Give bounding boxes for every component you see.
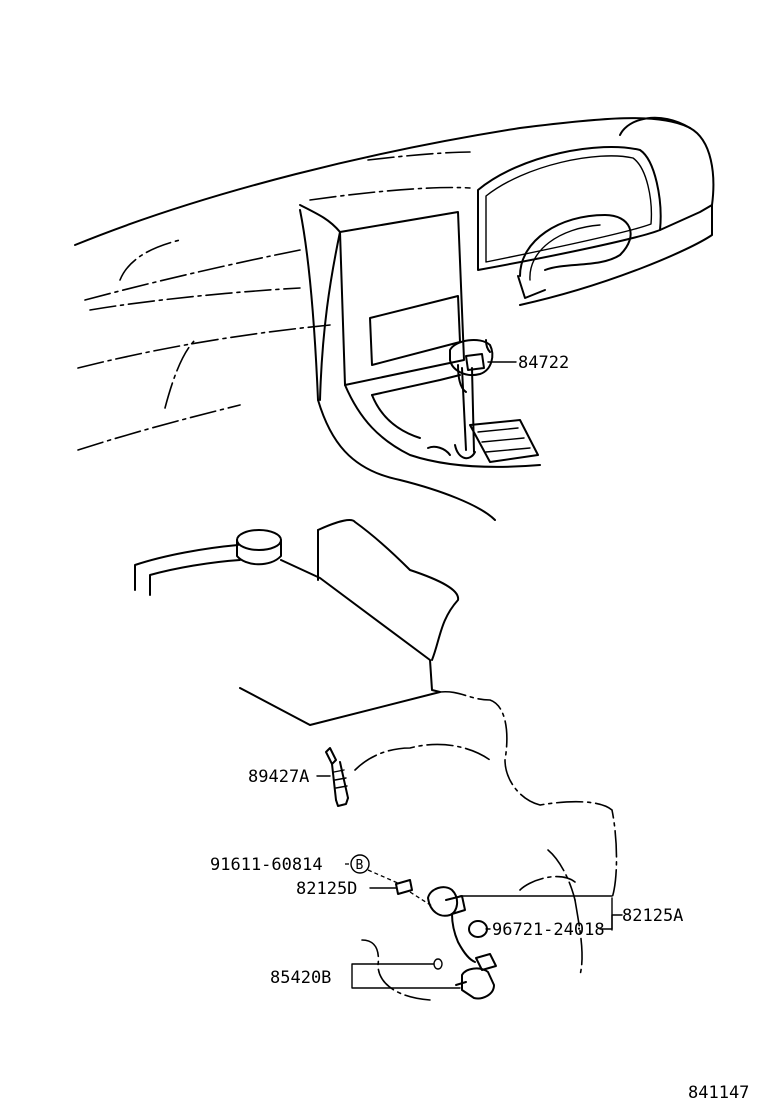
engine-illustration — [134, 519, 618, 1001]
part-label-96721-24018: 96721-24018 — [492, 920, 605, 940]
marker-b-letter: B — [356, 858, 364, 873]
leader-82125D-to-part — [409, 891, 433, 907]
marker-b-callout: B — [350, 854, 370, 874]
part-label-82125A: 82125A — [622, 906, 683, 926]
part-label-84722: 84722 — [518, 353, 569, 373]
part-labels: 84722 89427A 91611-60814 B 82125D 96721-… — [210, 353, 749, 1103]
part-label-91611-60814: 91611-60814 — [210, 855, 323, 875]
leader-91611-to-part — [367, 869, 401, 885]
figure-number: 841147 — [688, 1083, 749, 1103]
part-label-85420B: 85420B — [270, 968, 331, 988]
part-label-82125D: 82125D — [296, 879, 357, 899]
part-label-89427A: 89427A — [248, 767, 309, 787]
leader-lines — [316, 361, 623, 989]
leader-85420B — [351, 963, 461, 989]
leader-82125A — [599, 914, 623, 930]
dashboard-illustration — [74, 116, 715, 521]
